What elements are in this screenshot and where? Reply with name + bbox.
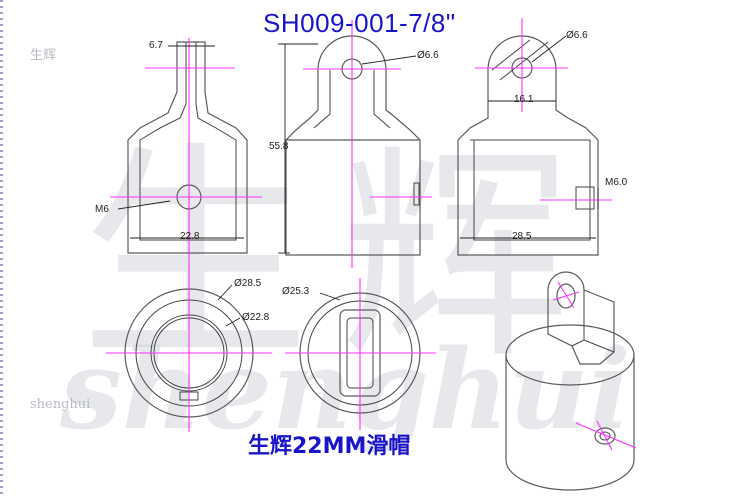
left-view [110, 38, 262, 268]
dim-height: 55.8 [269, 141, 289, 152]
dim-inner-dia-right: 28.5 [512, 231, 532, 242]
right-view [457, 18, 612, 256]
dim-tab-width: 16.1 [514, 94, 534, 105]
product-caption: 生辉22MM滑帽 [248, 434, 411, 459]
dim-outer-dia-bottom: Ø28.5 [234, 278, 262, 289]
dim-top-view-dia: Ø25.3 [282, 286, 310, 297]
top-view [285, 278, 436, 430]
dim-thread-side: M6.0 [605, 177, 628, 188]
dim-inner-dia-bottom: Ø22.8 [242, 312, 270, 323]
dim-inner-dia-left: 22.8 [180, 231, 200, 242]
page-title: SH009-001-7/8" [263, 8, 456, 38]
isometric-view [505, 271, 637, 491]
page-edge [0, 0, 3, 498]
dim-bore-front: Ø6.6 [417, 50, 439, 61]
dim-bore-side: Ø6.6 [566, 30, 588, 41]
dim-top-width: 6.7 [149, 40, 163, 51]
middle-view [278, 20, 432, 268]
bottom-view [106, 266, 272, 432]
dim-thread-left: M6 [95, 204, 109, 215]
